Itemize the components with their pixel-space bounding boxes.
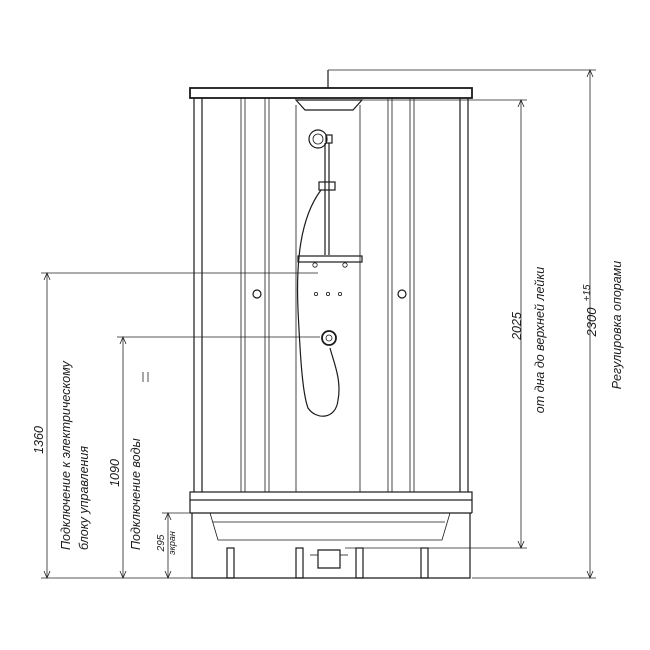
dim-2300-tolerance: +15 — [582, 284, 593, 301]
leg — [355, 547, 364, 579]
dim-295-value: 295 — [156, 534, 167, 552]
hand-shower-head — [308, 129, 328, 149]
door-handle-right — [397, 289, 407, 299]
rain-shower-head — [294, 99, 364, 111]
dim-1360-label-line1: Подключение к электрическому — [59, 360, 73, 550]
door-handle-left — [252, 289, 262, 299]
dim-1090-label: Подключение воды — [129, 438, 143, 550]
dim-295-label: экран — [167, 531, 177, 555]
dim-2025-label: от дна до верхней лейки — [533, 267, 547, 413]
dim-2300-value: 2300 — [584, 307, 599, 338]
dimension-labels: 1360 Подключение к электрическому блоку … — [32, 261, 624, 555]
shower-fittings — [296, 129, 363, 417]
leg — [420, 547, 429, 579]
top-rail — [189, 87, 473, 99]
dim-2025-value: 2025 — [510, 312, 524, 341]
dim-1360-label-line2: блоку управления — [77, 446, 91, 550]
slide-holder — [318, 181, 336, 191]
shower-tray — [189, 500, 473, 579]
dim-2300-label: Регулировка опорами — [610, 261, 624, 389]
shower-hose — [296, 189, 340, 417]
bottom-rail — [189, 491, 473, 501]
dimension-lines — [41, 68, 596, 580]
shelf — [297, 255, 363, 263]
leg — [295, 547, 304, 579]
dim-1360-value: 1360 — [32, 426, 46, 454]
mixer-knob — [321, 330, 337, 346]
cabin-frame — [189, 70, 473, 501]
leg — [226, 547, 235, 579]
dim-1090-value: 1090 — [108, 459, 122, 487]
drain-siphon — [317, 549, 341, 569]
